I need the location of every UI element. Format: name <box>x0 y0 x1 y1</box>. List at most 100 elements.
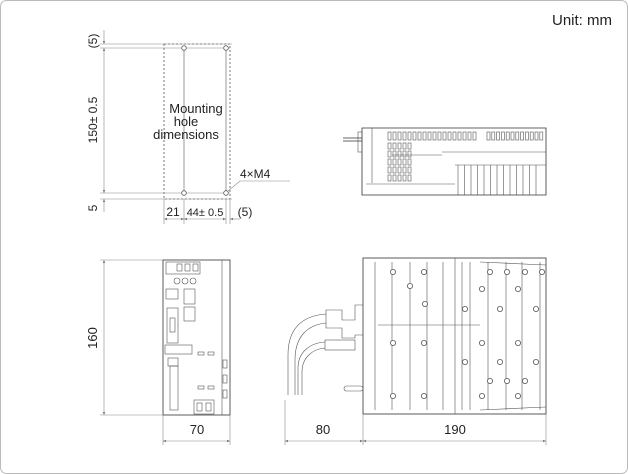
drawing-detail <box>397 142 402 150</box>
mounting-hole <box>181 45 187 51</box>
dim-top: (5) <box>86 34 100 49</box>
drawing-detail <box>486 131 491 141</box>
drawing-detail <box>389 339 396 346</box>
drawing-detail <box>392 166 397 174</box>
drawing-detail <box>406 282 413 289</box>
drawing-detail <box>420 339 427 346</box>
drawing-detail <box>478 285 485 292</box>
mounting-title: Mounting <box>169 101 222 116</box>
drawing-detail <box>478 392 485 399</box>
drawing-detail <box>478 339 485 346</box>
drawing-detail <box>407 174 412 182</box>
drawing-detail <box>397 166 402 174</box>
drawing-detail <box>402 174 407 182</box>
drawing-detail <box>461 358 468 365</box>
unit-label: Unit: mm <box>552 12 612 29</box>
drawing-detail <box>402 158 407 166</box>
drawing-detail <box>515 131 520 141</box>
drawing-detail <box>525 131 529 141</box>
drawing-detail <box>534 131 539 141</box>
drawing-detail <box>496 131 500 141</box>
drawing-detail <box>427 131 432 141</box>
drawing-detail <box>397 131 402 141</box>
mounting-hole <box>223 190 229 196</box>
drawing-detail <box>387 131 392 141</box>
drawing-detail <box>392 158 397 166</box>
mounting-title: hole <box>174 114 199 129</box>
drawing-detail <box>539 268 546 275</box>
drawing-detail <box>533 358 540 365</box>
drawing-detail <box>389 392 396 399</box>
side-view: 80 190 <box>284 257 547 445</box>
drawing-detail <box>420 268 427 275</box>
dim-right: (5) <box>238 205 253 219</box>
drawing-detail <box>522 268 529 275</box>
drawing-detail <box>515 392 522 399</box>
drawing-detail <box>529 131 534 141</box>
drawing-detail <box>387 158 392 166</box>
drawing-detail <box>397 158 402 166</box>
drawing-detail <box>407 131 412 141</box>
drawing-detail <box>402 166 407 174</box>
drawing-detail <box>503 377 510 384</box>
drawing-detail <box>397 150 402 158</box>
drawing-detail <box>503 268 510 275</box>
drawing-detail <box>491 131 496 141</box>
dim-pitch: 44± 0.5 <box>187 207 224 219</box>
drawing-detail <box>417 131 422 141</box>
drawing-detail <box>501 131 505 141</box>
drawing-detail <box>457 131 462 141</box>
drawing-detail <box>392 142 397 150</box>
drawing-detail <box>392 150 397 158</box>
drawing-detail <box>387 166 392 174</box>
drawing-detail <box>467 131 472 141</box>
dim-bottom: 5 <box>86 204 100 211</box>
drawing-detail <box>533 305 540 312</box>
drawing-detail <box>421 300 428 307</box>
top-view <box>343 127 547 196</box>
drawing-detail <box>407 142 412 150</box>
drawing-detail <box>402 142 407 150</box>
drawing-detail <box>486 268 493 275</box>
drawing-detail <box>422 131 427 141</box>
mounting-hole-diagram: Mounting hole dimensions 4×M4 (5) 150± 0… <box>86 30 290 224</box>
drawing-detail <box>387 142 392 150</box>
drawing-detail <box>402 150 407 158</box>
dim-cable-clearance: 80 <box>316 422 330 437</box>
dim-vertical: 150± 0.5 <box>86 96 100 143</box>
mounting-hole <box>223 45 229 51</box>
drawing-detail <box>447 131 452 141</box>
drawing-detail <box>452 131 457 141</box>
dim-width: 70 <box>190 422 204 437</box>
front-view: 160 70 <box>85 259 231 445</box>
drawing-detail <box>432 131 437 141</box>
drawing-detail <box>510 131 515 141</box>
drawing-detail <box>397 174 402 182</box>
drawing-detail <box>387 174 392 182</box>
drawing-detail <box>496 358 503 365</box>
drawing-detail <box>387 150 392 158</box>
screw-label: 4×M4 <box>240 167 271 181</box>
dim-left: 21 <box>166 205 180 219</box>
drawing-detail <box>407 166 412 174</box>
drawing-detail <box>420 392 427 399</box>
drawing-detail <box>392 174 397 182</box>
mounting-title: dimensions <box>153 127 219 142</box>
drawing-detail <box>407 150 412 158</box>
drawing-detail <box>472 131 477 141</box>
drawing-detail <box>392 131 397 141</box>
drawing-detail <box>442 131 447 141</box>
drawing-detail <box>496 305 503 312</box>
dim-height: 160 <box>85 327 100 349</box>
drawing-detail <box>412 131 417 141</box>
drawing-detail <box>515 339 522 346</box>
drawing-detail <box>389 268 396 275</box>
dim-depth: 190 <box>444 422 466 437</box>
drawing-detail <box>515 285 522 292</box>
drawing-detail <box>539 131 544 141</box>
mounting-hole <box>181 190 187 196</box>
drawing-detail <box>402 131 407 141</box>
drawing-detail <box>407 158 412 166</box>
drawing-detail <box>505 131 510 141</box>
